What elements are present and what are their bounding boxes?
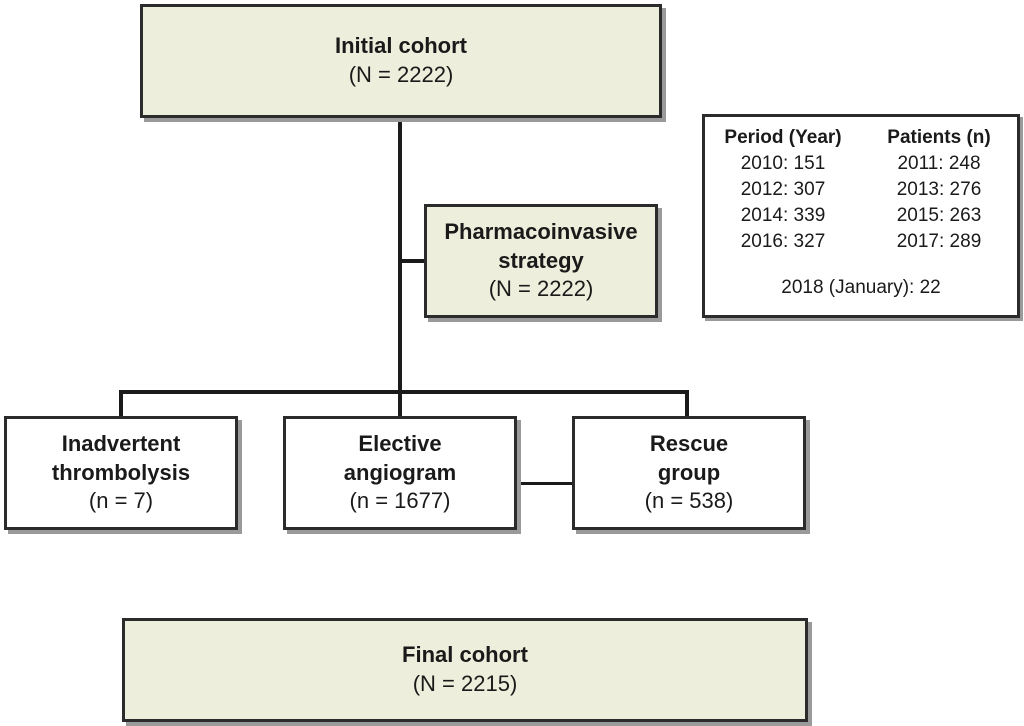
patients-row: 2013: 276	[896, 179, 982, 200]
rescue-title-line1: Rescue	[649, 431, 729, 457]
inadvertent-count: (n = 7)	[88, 488, 154, 514]
inadvertent-title-line1: Inadvertent	[61, 431, 181, 457]
period-column: Period (Year) 2010: 151 2012: 307 2014: …	[705, 125, 861, 255]
patients-header: Patients (n)	[887, 127, 991, 148]
connector-elective-rescue	[517, 482, 572, 485]
patients-row: 2017: 289	[896, 231, 982, 252]
connector-main-vertical	[398, 118, 402, 416]
period-table-footer: 2018 (January): 22	[781, 277, 941, 298]
period-header: Period (Year)	[724, 127, 842, 148]
connector-to-pharmacoinvasive	[400, 259, 424, 263]
patients-column: Patients (n) 2011: 248 2013: 276 2015: 2…	[861, 125, 1017, 255]
connector-to-inadvertent	[119, 390, 123, 416]
rescue-group-box: Rescue group (n = 538)	[572, 416, 806, 530]
elective-title-line2: angiogram	[343, 459, 457, 485]
pharmacoinvasive-title-line1: Pharmacoinvasive	[444, 219, 638, 245]
inadvertent-title-line2: thrombolysis	[51, 459, 191, 485]
period-table: Period (Year) 2010: 151 2012: 307 2014: …	[702, 114, 1020, 318]
elective-title-line1: Elective	[358, 431, 442, 457]
final-cohort-box: Final cohort (N = 2215)	[122, 618, 808, 722]
period-row: 2010: 151	[740, 153, 826, 174]
final-cohort-title: Final cohort	[402, 642, 528, 668]
period-row: 2016: 327	[740, 231, 826, 252]
period-row: 2014: 339	[740, 205, 826, 226]
elective-angiogram-box: Elective angiogram (n = 1677)	[283, 416, 517, 530]
pharmacoinvasive-count: (N = 2222)	[488, 276, 594, 302]
initial-cohort-title: Initial cohort	[335, 33, 467, 59]
patients-row: 2011: 248	[897, 153, 981, 174]
period-row: 2012: 307	[740, 179, 826, 200]
elective-count: (n = 1677)	[349, 488, 451, 514]
initial-cohort-box: Initial cohort (N = 2222)	[140, 4, 662, 118]
pharmacoinvasive-box: Pharmacoinvasive strategy (N = 2222)	[424, 204, 658, 318]
initial-cohort-count: (N = 2222)	[348, 62, 454, 87]
connector-horizontal-branch	[119, 390, 689, 394]
rescue-title-line2: group	[657, 459, 721, 485]
patients-row: 2015: 263	[896, 205, 982, 226]
connector-to-rescue	[685, 390, 689, 416]
final-cohort-count: (N = 2215)	[412, 671, 518, 696]
pharmacoinvasive-title-line2: strategy	[498, 247, 584, 273]
inadvertent-thrombolysis-box: Inadvertent thrombolysis (n = 7)	[4, 416, 238, 530]
rescue-count: (n = 538)	[644, 488, 734, 514]
